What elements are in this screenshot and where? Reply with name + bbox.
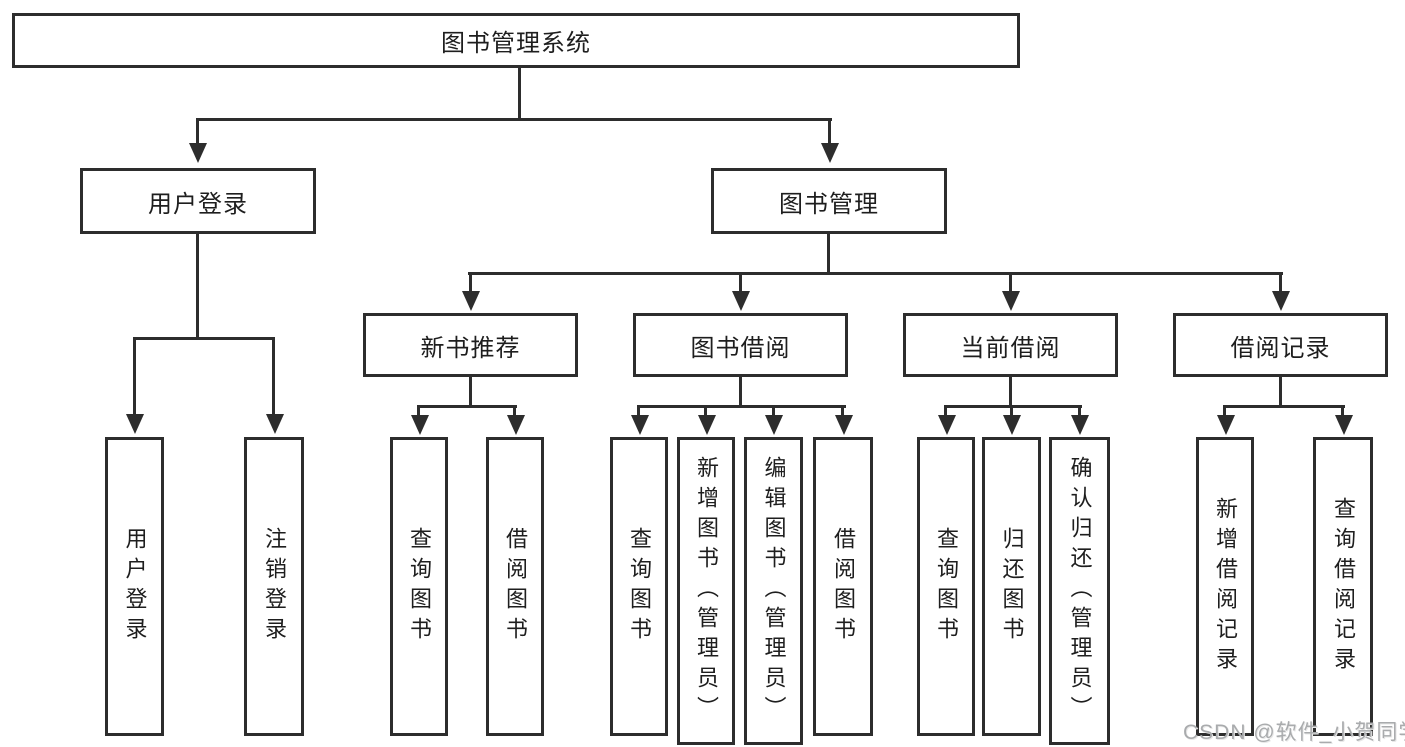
- connector-drop-line: [828, 120, 831, 148]
- connector-drop-line: [1279, 275, 1282, 293]
- connector-level2-horizontal: [468, 272, 1283, 275]
- connector-drop-line: [841, 408, 844, 418]
- node-borrow-records: 借阅记录: [1173, 313, 1388, 377]
- connector-drop-line: [772, 408, 775, 418]
- connector-group-stem: [739, 377, 742, 407]
- connector-root-stem: [518, 68, 521, 120]
- arrow-down-icon: [1217, 415, 1235, 435]
- connector-group-stem: [1279, 377, 1282, 407]
- arrow-down-icon: [507, 415, 525, 435]
- leaf-borrow-borrow-book: 借阅图书: [813, 437, 873, 736]
- arrow-down-icon: [631, 415, 649, 435]
- arrow-down-icon: [266, 414, 284, 434]
- node-book-management: 图书管理: [711, 168, 947, 234]
- leaf-recommend-query-book: 查询图书: [390, 437, 448, 736]
- arrow-down-icon: [1272, 291, 1290, 311]
- leaf-current-query-book: 查询图书: [917, 437, 975, 736]
- arrow-down-icon: [462, 291, 480, 311]
- connector-drop-line: [1078, 408, 1081, 418]
- arrow-down-icon: [1071, 415, 1089, 435]
- connector-drop-line: [272, 340, 275, 416]
- leaf-records-query-record: 查询借阅记录: [1313, 437, 1373, 736]
- connector-group-horizontal: [944, 405, 1082, 408]
- connector-login-horizontal: [133, 337, 275, 340]
- root-node: 图书管理系统: [12, 13, 1020, 68]
- leaf-borrow-edit-book-admin: 编辑图书（管理员）: [744, 437, 803, 745]
- connector-drop-line: [196, 120, 199, 148]
- arrow-down-icon: [835, 415, 853, 435]
- arrow-down-icon: [126, 414, 144, 434]
- node-current-borrow: 当前借阅: [903, 313, 1118, 377]
- connector-drop-line: [417, 408, 420, 418]
- connector-drop-line: [944, 408, 947, 418]
- connector-group-horizontal: [417, 405, 517, 408]
- connector-drop-line: [704, 408, 707, 418]
- connector-group-horizontal: [637, 405, 846, 408]
- leaf-borrow-query-book: 查询图书: [610, 437, 668, 736]
- csdn-watermark: CSDN @软件_小贺同学: [1183, 721, 1405, 744]
- leaf-current-return-book: 归还图书: [982, 437, 1041, 736]
- connector-drop-line: [1341, 408, 1344, 418]
- arrow-down-icon: [1002, 291, 1020, 311]
- connector-drop-line: [1223, 408, 1226, 418]
- node-new-book-recommend: 新书推荐: [363, 313, 578, 377]
- connector-group-stem: [1009, 377, 1012, 407]
- connector-drop-line: [469, 275, 472, 293]
- connector-group-horizontal: [1223, 405, 1345, 408]
- connector-management-stem: [827, 234, 830, 274]
- leaf-logout: 注销登录: [244, 437, 304, 736]
- connector-drop-line: [1009, 275, 1012, 293]
- node-user-login: 用户登录: [80, 168, 316, 234]
- arrow-down-icon: [189, 143, 207, 163]
- arrow-down-icon: [765, 415, 783, 435]
- arrow-down-icon: [1335, 415, 1353, 435]
- connector-login-stem: [196, 234, 199, 339]
- leaf-user-login: 用户登录: [105, 437, 164, 736]
- leaf-current-confirm-return-admin: 确认归还（管理员）: [1049, 437, 1110, 745]
- arrow-down-icon: [821, 143, 839, 163]
- connector-drop-line: [133, 340, 136, 416]
- connector-drop-line: [1010, 408, 1013, 418]
- arrow-down-icon: [411, 415, 429, 435]
- connector-level1-horizontal: [196, 118, 832, 121]
- arrow-down-icon: [698, 415, 716, 435]
- node-book-borrow: 图书借阅: [633, 313, 848, 377]
- leaf-recommend-borrow-book: 借阅图书: [486, 437, 544, 736]
- connector-drop-line: [637, 408, 640, 418]
- arrow-down-icon: [732, 291, 750, 311]
- leaf-borrow-add-book-admin: 新增图书（管理员）: [677, 437, 735, 745]
- leaf-records-add-record: 新增借阅记录: [1196, 437, 1254, 736]
- connector-drop-line: [739, 275, 742, 293]
- arrow-down-icon: [1003, 415, 1021, 435]
- arrow-down-icon: [938, 415, 956, 435]
- connector-drop-line: [513, 408, 516, 418]
- connector-group-stem: [469, 377, 472, 407]
